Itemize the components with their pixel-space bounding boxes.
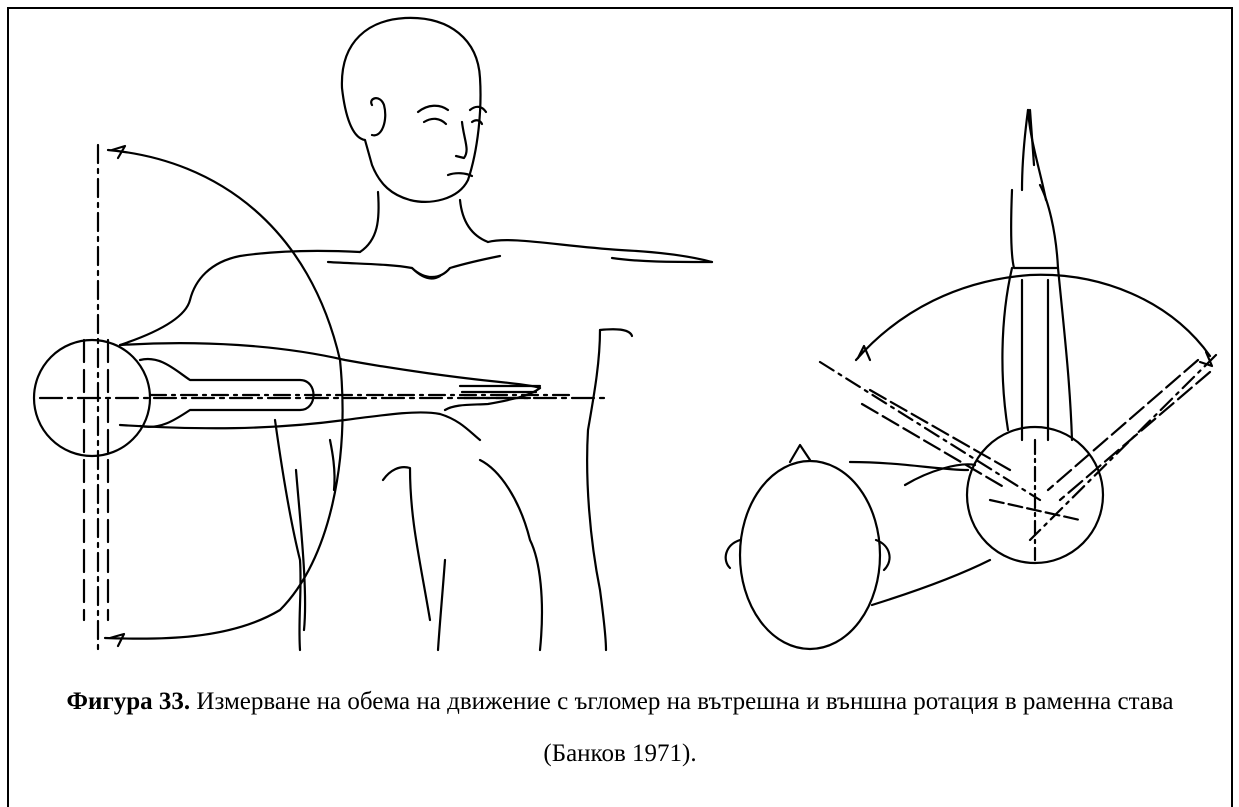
- right-figure: [726, 110, 1216, 649]
- left-figure: [34, 18, 712, 650]
- figure-illustration: [0, 0, 1239, 680]
- figure-label: Фигура 33.: [67, 688, 191, 715]
- figure-caption: Фигура 33. Измерване на обема на движени…: [40, 676, 1200, 780]
- caption-text: Измерване на обема на движение с ъгломер…: [190, 688, 1173, 767]
